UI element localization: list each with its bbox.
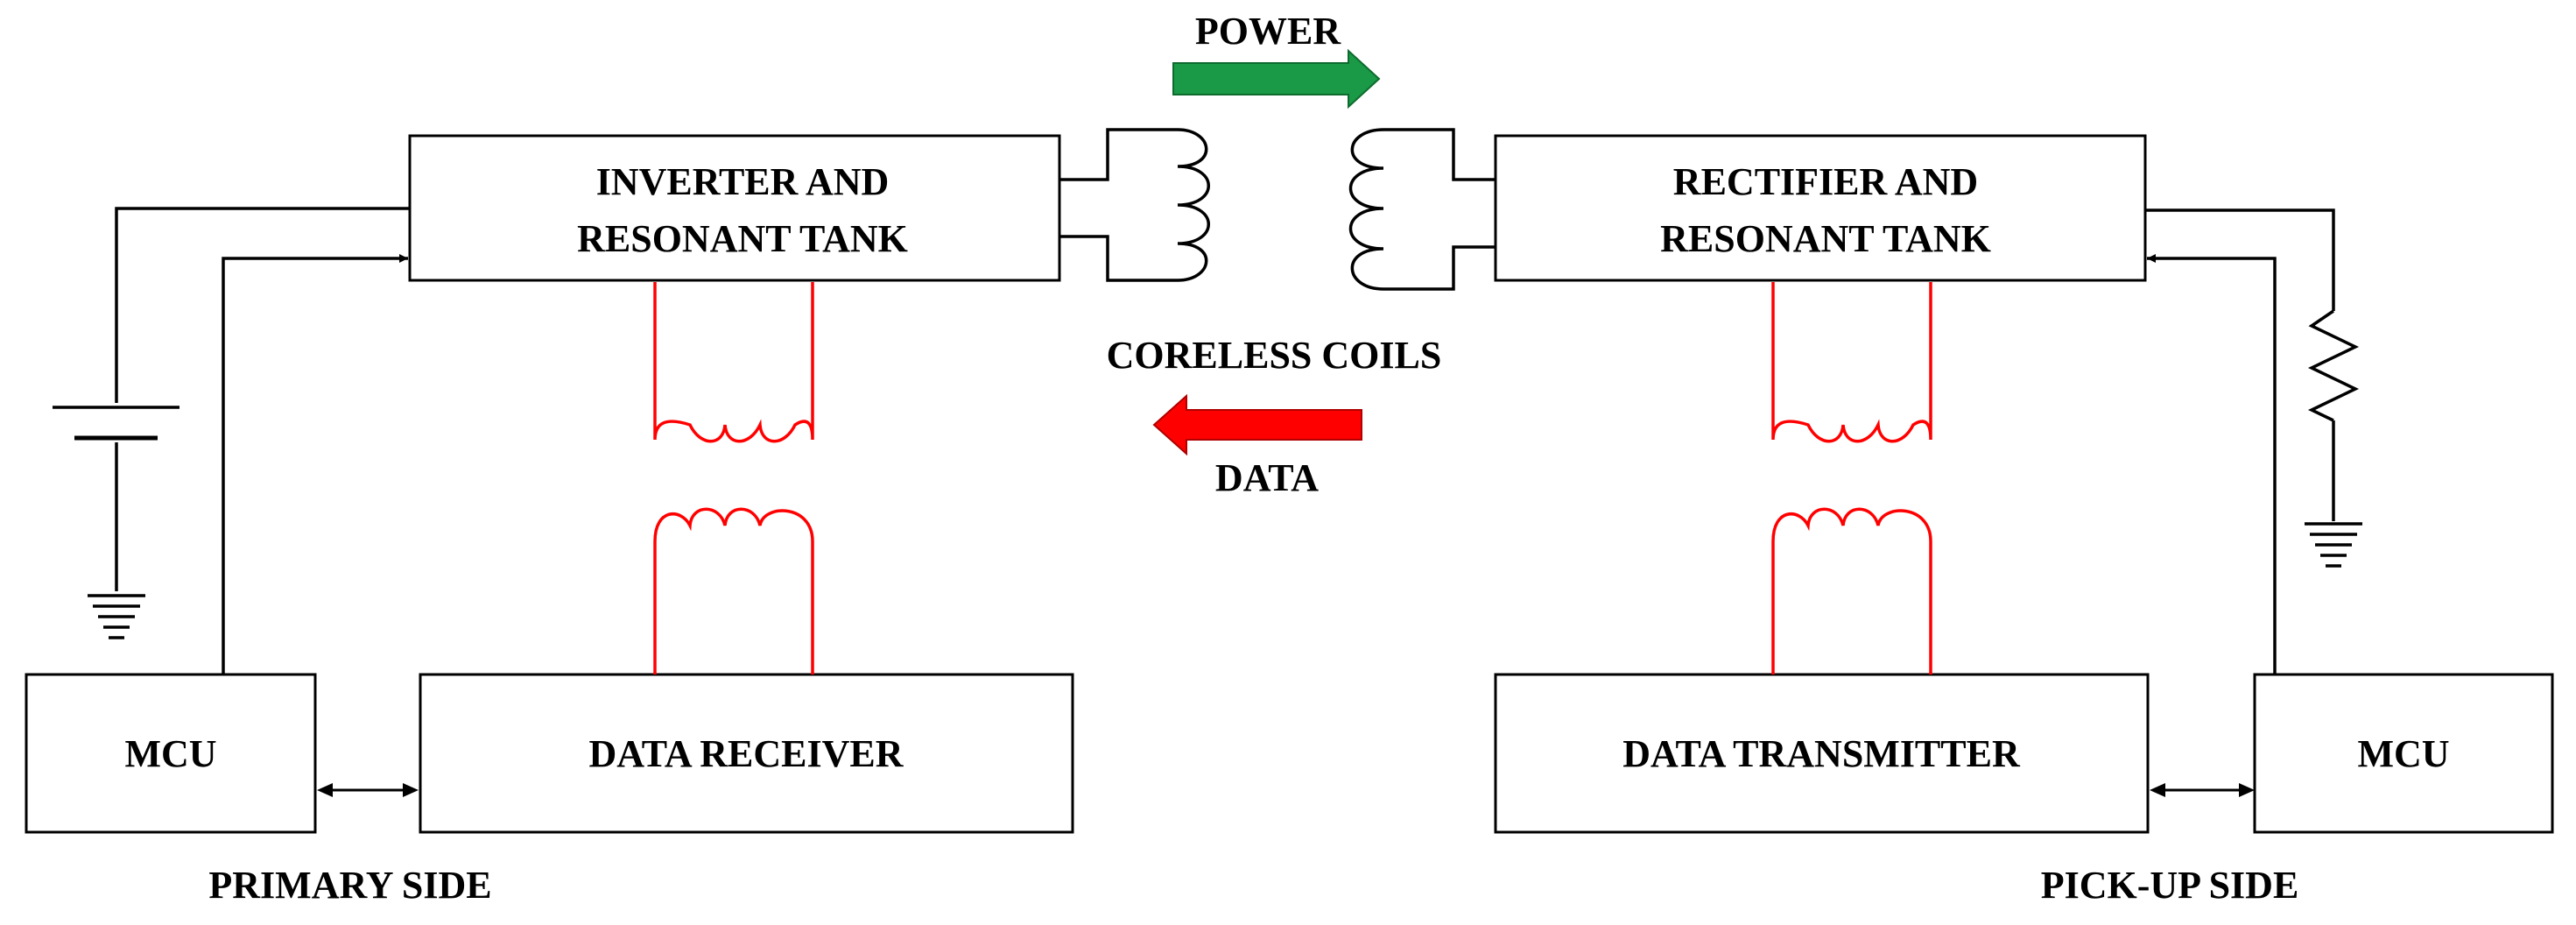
data-receiver-label: DATA RECEIVER [589, 732, 904, 775]
mcu-left-label: MCU [124, 732, 216, 775]
primary-side-label: PRIMARY SIDE [208, 864, 491, 907]
pickup-side-label: PICK-UP SIDE [2041, 864, 2299, 907]
resistor-icon [2145, 208, 2360, 521]
coil-icon [1348, 128, 1496, 291]
coil-icon [1771, 507, 1932, 674]
inverter-block: INVERTER AND RESONANT TANK [408, 134, 1061, 282]
ground-icon [88, 594, 145, 639]
rectifier-block: RECTIFIER AND RESONANT TANK [1494, 134, 2147, 282]
coil-icon [653, 282, 814, 443]
coil-icon [1059, 128, 1210, 282]
power-label: POWER [1195, 10, 1341, 53]
inverter-label-line2: RESONANT TANK [577, 217, 908, 260]
mcu-to-inverter-wire [222, 254, 408, 674]
mcu-receiver-link [317, 783, 419, 797]
data-receiver-block: DATA RECEIVER [419, 673, 1074, 834]
transmitter-mcu-link [2150, 783, 2255, 797]
data-transmitter-block: DATA TRANSMITTER [1494, 673, 2150, 834]
mcu-right-block: MCU [2253, 673, 2554, 834]
arrow-icon [1172, 48, 1381, 109]
rectifier-label-line1: RECTIFIER AND [1673, 160, 1978, 203]
mcu-to-rectifier-wire [2147, 254, 2277, 674]
coreless-coils-label: CORELESS COILS [1107, 334, 1442, 377]
mcu-left-block: MCU [25, 673, 317, 834]
inverter-label-line1: INVERTER AND [596, 160, 890, 203]
data-transmitter-label: DATA TRANSMITTER [1622, 732, 2021, 775]
rectifier-label-line2: RESONANT TANK [1660, 217, 1991, 260]
arrow-icon [1152, 393, 1362, 456]
coil-icon [1771, 282, 1932, 443]
ground-icon [2305, 522, 2362, 568]
battery-icon [53, 207, 410, 591]
mcu-right-label: MCU [2357, 732, 2449, 775]
coil-icon [653, 507, 814, 674]
data-label: DATA [1215, 456, 1319, 499]
